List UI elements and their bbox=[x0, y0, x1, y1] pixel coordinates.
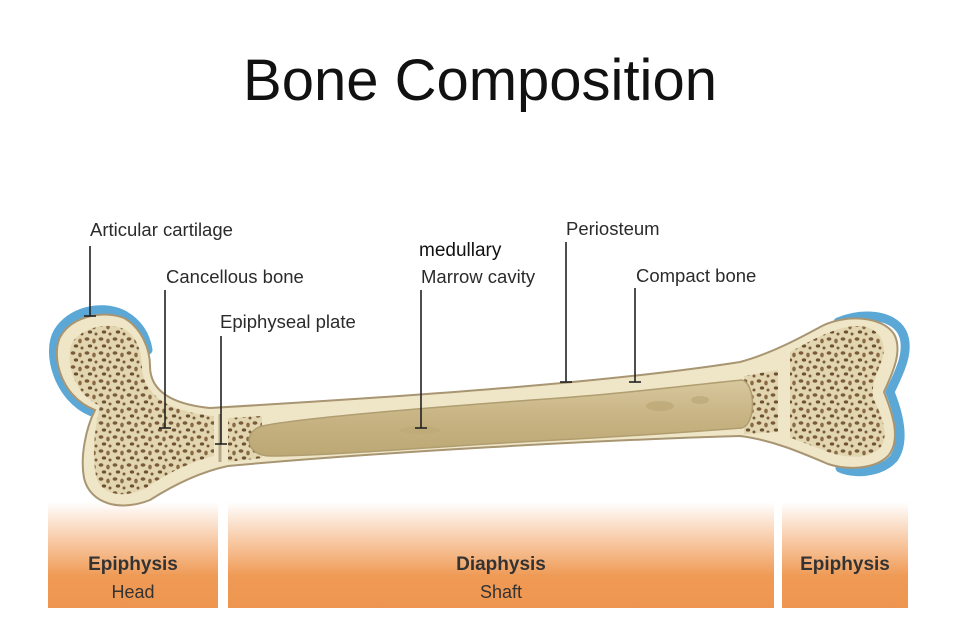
articular-cartilage-right bbox=[833, 311, 910, 477]
region-epiphysis-head: Epiphysis Head bbox=[48, 502, 218, 608]
page-title: Bone Composition bbox=[243, 48, 717, 113]
region-name: Diaphysis bbox=[456, 554, 546, 575]
label-cancellous-bone: Cancellous bone bbox=[166, 266, 304, 287]
region-diaphysis-shaft: Diaphysis Shaft bbox=[228, 502, 774, 608]
region-sub: Head bbox=[111, 582, 155, 602]
region-name: Epiphysis bbox=[88, 554, 178, 575]
label-periosteum: Periosteum bbox=[566, 218, 660, 239]
region-epiphysis-right: Epiphysis bbox=[782, 502, 908, 608]
region-sub: Shaft bbox=[479, 582, 523, 602]
label-medullary: medullary bbox=[419, 240, 502, 261]
label-compact-bone: Compact bone bbox=[636, 265, 757, 286]
label-articular-cartilage: Articular cartilage bbox=[90, 219, 233, 240]
articular-cartilage-left bbox=[49, 305, 153, 417]
marrow-cavity bbox=[248, 379, 754, 457]
region-name: Epiphysis bbox=[800, 554, 890, 575]
label-marrow-cavity: Marrow cavity bbox=[421, 266, 536, 287]
label-epiphyseal-plate: Epiphyseal plate bbox=[220, 311, 356, 332]
cancellous-bone-right bbox=[790, 326, 885, 457]
cancellous-bone-left bbox=[69, 325, 214, 495]
